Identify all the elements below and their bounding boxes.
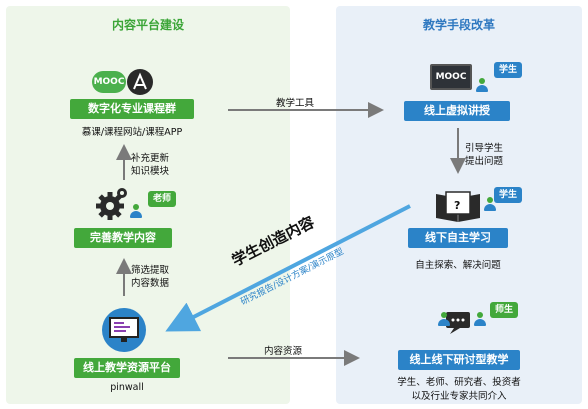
teacher-student-badge: 师生 xyxy=(490,302,519,318)
node-online-virtual-lecture: 线上虚拟讲授 xyxy=(404,101,510,121)
node-digital-course-sub: 慕课/课程网站/课程APP xyxy=(81,127,183,138)
left-panel-title: 内容平台建设 xyxy=(111,18,184,32)
node-online-offline-seminar: 线上线下研讨型教学 xyxy=(398,350,520,370)
node-offline-self-study: 线下自主学习 xyxy=(408,228,508,248)
monitor-icon xyxy=(102,308,146,352)
gear-icon xyxy=(96,192,124,220)
app-icon xyxy=(127,69,153,95)
seminar-participants-line1: 学生、老师、研究者、投资者 xyxy=(397,377,521,388)
mooc-logo-icon: MOOC xyxy=(92,71,126,93)
discussion-icon xyxy=(446,312,470,334)
label-guide-line1: 引导学生 xyxy=(465,143,504,154)
label-update-line2: 知识模块 xyxy=(131,166,170,177)
student-person-icon-1 xyxy=(476,78,488,92)
label-update-line1: 补充更新 xyxy=(131,153,170,164)
book-icon xyxy=(436,191,480,222)
teacher-person-icon xyxy=(130,204,142,218)
teacher-badge: 老师 xyxy=(148,191,177,207)
content-resources-label: 内容资源 xyxy=(264,346,303,357)
person-icon-left xyxy=(438,312,450,326)
node-digital-course-group: 数字化专业课程群 xyxy=(70,99,194,119)
student-badge-2: 学生 xyxy=(494,187,523,203)
student-person-icon-2 xyxy=(484,197,496,211)
seminar-participants-line2: 以及行业专家共同介入 xyxy=(411,391,507,402)
node-offline-self-study-sub: 自主探索、解决问题 xyxy=(415,260,501,271)
teaching-tools-label: 教学工具 xyxy=(276,98,315,109)
question-mark-icon: ? xyxy=(454,199,461,212)
person-icon-right xyxy=(474,312,486,326)
right-panel-title: 教学手段改革 xyxy=(422,18,495,32)
label-guide-line2: 提出问题 xyxy=(465,156,504,167)
mooc-screen-icon: MOOC xyxy=(430,64,472,90)
node-improve-content: 完善教学内容 xyxy=(74,228,172,248)
label-filter-line2: 内容数据 xyxy=(131,278,170,289)
arrow-student-created xyxy=(165,204,411,332)
pinwall-label: pinwall xyxy=(110,382,144,393)
small-gear-icon xyxy=(117,188,127,198)
node-online-resource-platform: 线上教学资源平台 xyxy=(74,358,180,378)
student-badge-1: 学生 xyxy=(494,62,523,78)
label-filter-line1: 筛选提取 xyxy=(131,265,170,276)
